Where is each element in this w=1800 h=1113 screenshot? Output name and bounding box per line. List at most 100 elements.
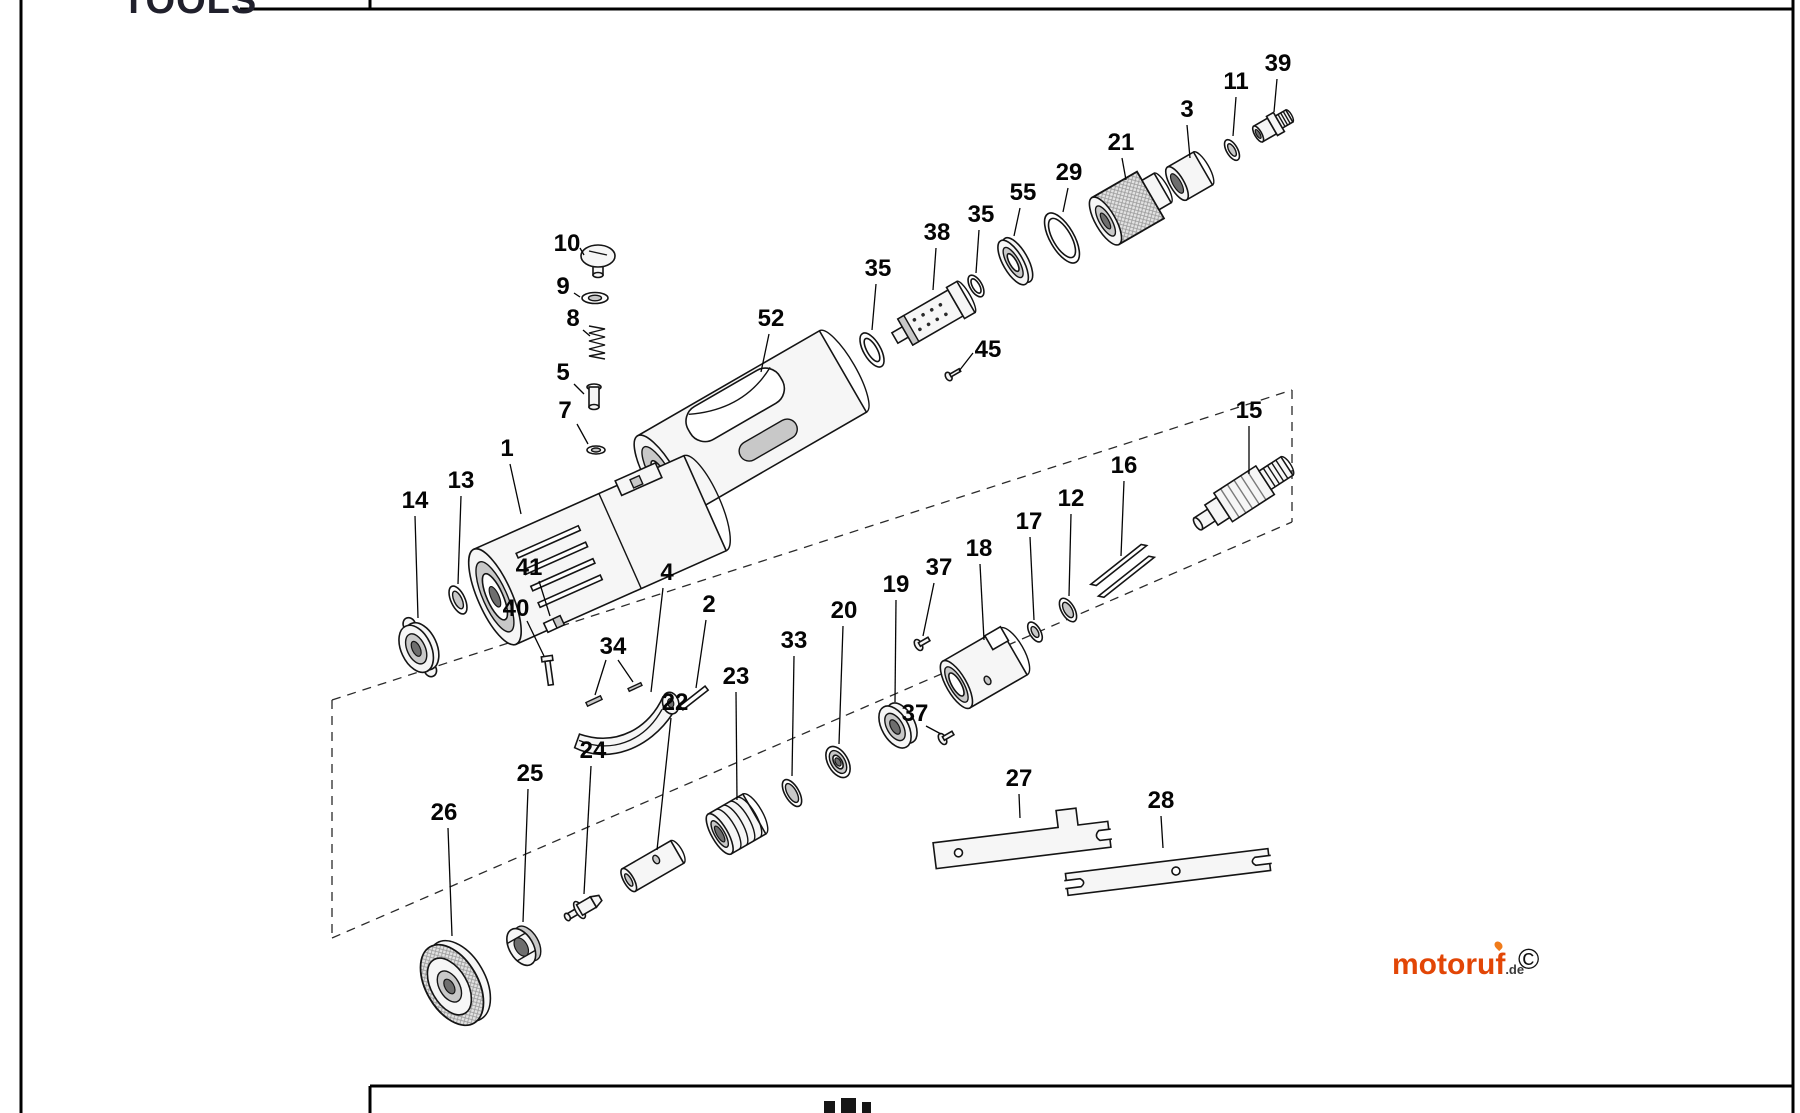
part-3-bushing: [1164, 150, 1215, 202]
part-11-washer: [1223, 138, 1241, 162]
parts-layer: [398, 108, 1295, 1027]
part-1-housing: [467, 454, 731, 646]
leader-line-4: [650, 587, 664, 693]
leader-line-35: [871, 283, 877, 331]
leader-line-10: [579, 247, 585, 256]
part-label-9: 9: [556, 273, 569, 300]
part-label-24: 24: [580, 737, 607, 764]
part-label-39: 39: [1265, 50, 1292, 77]
part-10-screw: [580, 244, 616, 279]
part-label-34: 34: [600, 633, 627, 660]
part-8-spring: [588, 325, 606, 360]
axis-construction-lines: [331, 389, 1293, 939]
part-label-4: 4: [660, 559, 674, 586]
leader-line-7: [576, 423, 589, 445]
leader-line-34b: [617, 659, 634, 683]
part-label-14: 14: [402, 487, 429, 514]
leader-line-13: [457, 495, 462, 585]
part-label-5: 5: [556, 359, 569, 386]
part-label-37: 37: [926, 554, 953, 581]
part-38-muffler: [890, 280, 977, 347]
leader-line-16: [1120, 480, 1125, 557]
leader-line-11: [1232, 96, 1237, 137]
part-label-38: 38: [924, 219, 951, 246]
leader-line-9: [573, 292, 581, 298]
copyright-mark: ©: [1518, 944, 1540, 976]
part-label-3: 3: [1180, 96, 1193, 123]
part-37-screw: [937, 730, 956, 746]
part-label-40: 40: [503, 595, 530, 622]
part-label-21: 21: [1108, 129, 1135, 156]
leader-line-14: [414, 515, 419, 619]
part-29-oring: [1043, 212, 1081, 264]
part-24-fitting: [563, 894, 603, 922]
part-25-nut: [506, 925, 542, 967]
part-label-12: 12: [1058, 485, 1085, 512]
part-label-18: 18: [966, 535, 993, 562]
leader-line-17: [1029, 536, 1035, 621]
part-label-13: 13: [448, 467, 475, 494]
part-37-screw: [913, 636, 932, 652]
part-label-20: 20: [831, 597, 858, 624]
leader-line-22: [656, 717, 672, 851]
leader-line-3: [1186, 124, 1191, 159]
leader-line-38: [932, 247, 937, 291]
part-label-8: 8: [566, 305, 579, 332]
part-label-15: 15: [1236, 397, 1263, 424]
part-label-10: 10: [554, 230, 581, 257]
part-26-endcap: [419, 939, 492, 1027]
leader-line-20: [838, 625, 844, 745]
leader-line-40: [526, 620, 545, 657]
part-34-pin: [584, 694, 604, 708]
part-21-regulator: [1088, 170, 1173, 246]
part-label-52: 52: [758, 305, 785, 332]
part-14-cap: [398, 616, 440, 678]
leader-line-52: [760, 333, 770, 373]
part-28-wrench: [1064, 847, 1272, 897]
leader-line-12: [1068, 513, 1072, 597]
part-label-35: 35: [968, 201, 995, 228]
leader-line-2: [695, 619, 707, 689]
part-15-spindle: [1192, 455, 1295, 531]
part-34-pin: [627, 681, 643, 693]
part-18-cylinder: [939, 625, 1031, 710]
part-5-valve: [586, 383, 602, 411]
part-label-27: 27: [1006, 765, 1033, 792]
leader-line-5: [573, 383, 585, 395]
part-45-screw: [944, 367, 962, 382]
leader-line-23: [735, 691, 738, 801]
table-frame: [19, 0, 1795, 1113]
cropped-text-fragment: [824, 1098, 871, 1113]
leader-line-35: [975, 229, 980, 274]
leader-line-8: [582, 329, 591, 337]
part-label-17: 17: [1016, 508, 1043, 535]
part-label-37: 37: [902, 700, 929, 727]
part-label-16: 16: [1111, 452, 1138, 479]
leader-line-37: [922, 582, 935, 637]
part-16-vanes: [1088, 543, 1157, 599]
part-label-2: 2: [702, 591, 715, 618]
part-7-washer: [586, 445, 606, 455]
part-55-washer: [997, 236, 1034, 286]
part-label-19: 19: [883, 571, 910, 598]
leader-line-27: [1018, 793, 1021, 819]
part-label-33: 33: [781, 627, 808, 654]
part-label-28: 28: [1148, 787, 1175, 814]
leader-line-29: [1062, 187, 1069, 213]
part-39-nipple: [1251, 108, 1295, 143]
part-label-25: 25: [517, 760, 544, 787]
part-label-41: 41: [516, 554, 543, 581]
part-27-wrench: [932, 807, 1113, 870]
part-label-55: 55: [1010, 179, 1037, 206]
leader-line-28: [1160, 815, 1164, 849]
part-label-1: 1: [500, 435, 513, 462]
leader-line-33: [791, 655, 795, 777]
part-label-22: 22: [662, 689, 689, 716]
leader-line-1: [509, 463, 522, 515]
part-20-bearing: [825, 745, 851, 779]
part-label-29: 29: [1056, 159, 1083, 186]
leader-line-37: [925, 725, 942, 735]
